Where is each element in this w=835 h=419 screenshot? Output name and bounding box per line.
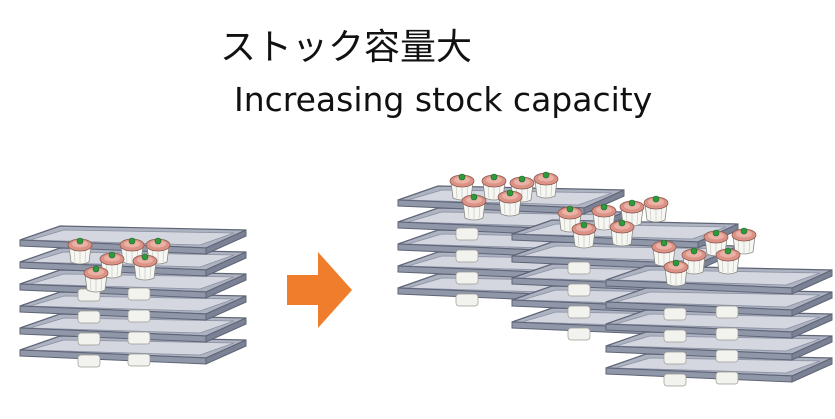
after-tray-stack-back bbox=[397, 171, 625, 307]
title-english: Increasing stock capacity bbox=[234, 80, 653, 119]
after-tray-stack-front bbox=[605, 227, 833, 387]
right-arrow-icon bbox=[287, 252, 352, 328]
before-tray-stack bbox=[19, 225, 247, 368]
after-tray-stack-middle bbox=[511, 195, 739, 341]
title-japanese: ストック容量大 bbox=[220, 27, 473, 68]
